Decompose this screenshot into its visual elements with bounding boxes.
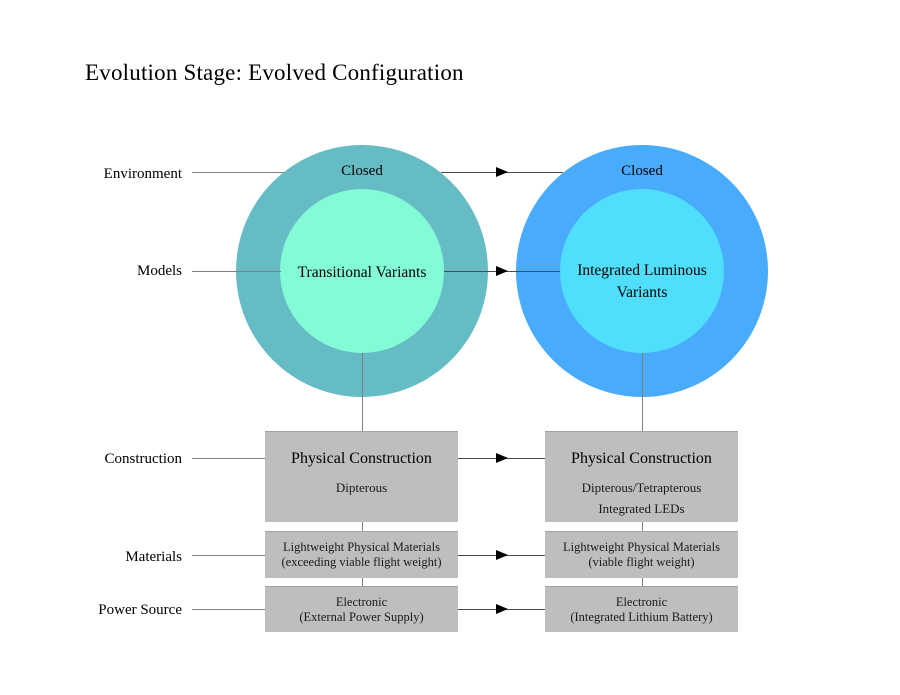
environment-connector-line xyxy=(192,172,284,173)
row-label-models: Models xyxy=(137,263,182,279)
power-flow-arrow-icon xyxy=(496,604,508,614)
left-environment-label: Closed xyxy=(341,163,383,179)
right-materials-to-power-line xyxy=(642,578,643,586)
right-construction-detail: Dipterous/Tetrapterous Integrated LEDs xyxy=(582,477,702,519)
power-connector-line xyxy=(192,609,265,610)
left-power-line2: (External Power Supply) xyxy=(299,609,424,624)
right-construction-to-materials-line xyxy=(642,522,643,531)
left-model-circle xyxy=(280,189,444,353)
right-construction-title: Physical Construction xyxy=(571,450,712,467)
right-construction-detail-line1: Dipterous/Tetrapterous xyxy=(581,480,702,495)
left-power-line1: Electronic xyxy=(335,594,388,609)
left-construction-detail: Dipterous xyxy=(335,480,388,495)
left-materials-line2: (exceeding viable flight weight) xyxy=(281,555,442,569)
environment-flow-arrow-icon xyxy=(496,167,508,177)
models-connector-line xyxy=(192,271,281,272)
materials-connector-line xyxy=(192,555,265,556)
right-materials-line2: (viable flight weight) xyxy=(588,555,695,569)
row-label-power-source: Power Source xyxy=(98,602,182,618)
row-label-materials: Materials xyxy=(125,549,182,565)
construction-flow-arrow-icon xyxy=(496,453,508,463)
left-circle-to-construction-line xyxy=(362,353,363,431)
left-construction-to-materials-line xyxy=(362,522,363,531)
left-construction-box: Physical Construction Dipterous xyxy=(265,431,458,522)
construction-connector-line xyxy=(192,458,265,459)
right-power-line1: Electronic xyxy=(615,594,668,609)
left-materials-to-power-line xyxy=(362,578,363,586)
right-power-line2: (Integrated Lithium Battery) xyxy=(570,609,713,624)
left-construction-title: Physical Construction xyxy=(291,450,432,467)
models-flow-arrow-icon xyxy=(496,266,508,276)
right-model-circle xyxy=(560,189,724,353)
right-construction-box: Physical Construction Dipterous/Tetrapte… xyxy=(545,431,738,522)
row-label-environment: Environment xyxy=(103,166,182,182)
right-materials-box: Lightweight Physical Materials (viable f… xyxy=(545,531,738,578)
page-title: Evolution Stage: Evolved Configuration xyxy=(85,60,464,85)
right-construction-detail-line2: Integrated LEDs xyxy=(598,501,685,516)
right-materials-line1: Lightweight Physical Materials xyxy=(563,540,720,554)
left-materials-box: Lightweight Physical Materials (exceedin… xyxy=(265,531,458,578)
right-model-label: Integrated Luminous Variants xyxy=(577,262,707,301)
left-materials-line1: Lightweight Physical Materials xyxy=(283,540,440,554)
right-environment-label: Closed xyxy=(621,163,663,179)
left-power-box: Electronic (External Power Supply) xyxy=(265,586,458,632)
right-power-box: Electronic (Integrated Lithium Battery) xyxy=(545,586,738,632)
materials-flow-arrow-icon xyxy=(496,550,508,560)
left-model-label: Transitional Variants xyxy=(297,264,427,281)
right-circle-to-construction-line xyxy=(642,353,643,431)
row-label-construction: Construction xyxy=(104,451,183,467)
